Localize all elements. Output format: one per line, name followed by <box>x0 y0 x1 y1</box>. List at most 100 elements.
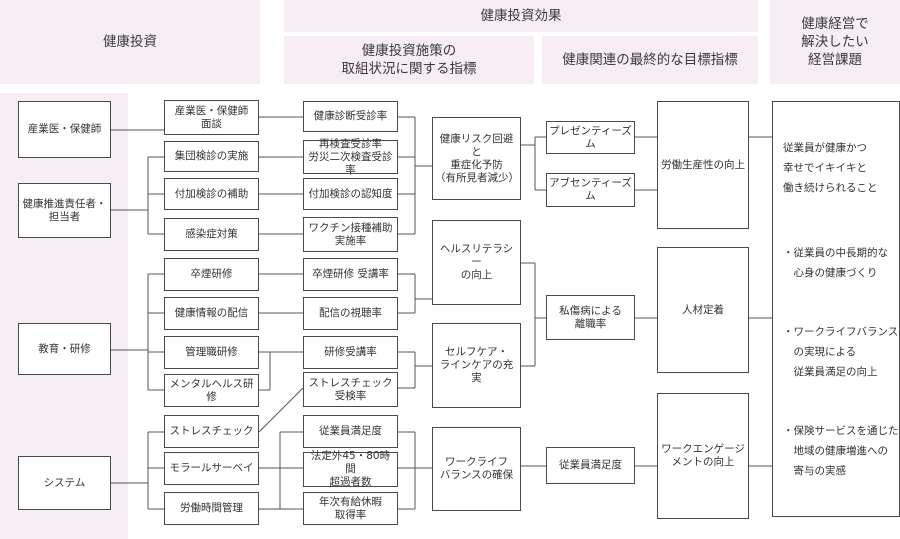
header-issues: 健康経営で 解決したい 経営課題 <box>770 0 900 84</box>
final-turnover: 私傷病による 離職率 <box>546 295 635 340</box>
header-final-indicators: 健康関連の最終的な目標指標 <box>542 36 758 84</box>
final-satisfaction-label: 従業員満足度 <box>559 459 622 471</box>
outcome-literacy-line2: の向上 <box>460 269 493 281</box>
investor-occupational-health-label: 産業医・保健師 <box>27 123 102 135</box>
measure-stress-check: ストレスチェック <box>164 415 259 448</box>
investor-system-label: システム <box>43 476 86 489</box>
indicator-leave-rate-line2: 取得率 <box>334 508 367 521</box>
indicator-overtime-line1: 法定外45・80時間 <box>310 450 391 475</box>
measure-smoking-training-label: 卒煙研修 <box>190 268 233 280</box>
measure-morale-survey-label: モラールサーベイ <box>169 462 254 474</box>
issue-item-1: 従業員が健康かつ 幸せでイキイキと 働き続けられること <box>783 138 895 198</box>
indicator-stress-rate-line1: ストレスチェック <box>308 376 393 389</box>
indicator-checkup-rate-label: 健康診断受診率 <box>313 110 388 122</box>
measure-smoking-training: 卒煙研修 <box>164 258 259 291</box>
issue-item-3: ・ワークライフバランス の実現による 従業員満足の向上 <box>783 322 899 382</box>
issue-item-4-line3: 寄与の実感 <box>783 465 846 477</box>
measure-morale-survey: モラールサーベイ <box>164 452 259 485</box>
final-absenteeism-label: アブセンティーズム <box>549 177 632 202</box>
measure-interview-line1: 産業医・保健師 <box>174 104 249 117</box>
investor-occupational-health: 産業医・保健師 <box>18 101 111 158</box>
final-absenteeism: アブセンティーズム <box>546 173 635 207</box>
outcome-wlb: ワークライフ バランスの確保 <box>432 427 521 511</box>
issue-item-4: ・保険サービスを通じた 地域の健康増進への 寄与の実感 <box>783 421 899 481</box>
measure-group-checkup: 集団検診の実施 <box>164 141 259 172</box>
measure-work-hours: 労働時間管理 <box>164 492 259 525</box>
target-engagement-line1: ワークエンゲージ <box>661 443 745 455</box>
issue-item-1-line2: 幸せでイキイキと <box>783 162 867 174</box>
outcome-risk-line3: （有所見者減少） <box>435 171 519 184</box>
measure-work-hours-label: 労働時間管理 <box>180 502 243 514</box>
measure-interview: 産業医・保健師 面談 <box>164 100 259 135</box>
header-investment-text: 健康投資 <box>103 34 157 50</box>
indicator-stress-rate: ストレスチェック 受検率 <box>303 372 398 407</box>
indicator-training-rate: 研修受講率 <box>303 336 398 369</box>
outcome-literacy-line1: ヘルスリテラシー <box>439 243 514 268</box>
issue-item-3-line2: の実現による <box>783 346 857 358</box>
measure-manager-training-label: 管理職研修 <box>185 346 238 358</box>
header-measures: 健康投資施策の 取組状況に関する指標 <box>284 36 534 84</box>
outcome-risk-line2: 重症化予防 <box>450 158 503 171</box>
header-effect: 健康投資効果 <box>284 0 758 32</box>
measure-extra-checkup-aid-label: 付加検診の補助 <box>174 187 249 200</box>
header-issues-line1: 健康経営で <box>801 16 869 32</box>
indicator-view-rate-label: 配信の視聴率 <box>319 307 382 319</box>
measure-interview-line2: 面談 <box>201 117 222 130</box>
measure-manager-training: 管理職研修 <box>164 336 259 369</box>
header-issues-line3: 経営課題 <box>808 52 862 68</box>
header-effect-text: 健康投資効果 <box>480 8 562 24</box>
investor-promoter-line1: 健康推進責任者・ <box>22 197 107 210</box>
target-productivity-label: 労働生産性の向上 <box>661 158 745 171</box>
measure-health-info-label: 健康情報の配信 <box>174 307 249 319</box>
indicator-leave-rate: 年次有給休暇 取得率 <box>303 492 398 525</box>
measure-infection: 感染症対策 <box>164 218 259 251</box>
target-productivity: 労働生産性の向上 <box>657 101 749 229</box>
indicator-vaccine-rate-line1: ワクチン接種補助 <box>308 221 393 234</box>
measure-mental-training: メンタルヘルス研修 <box>164 374 259 407</box>
final-satisfaction: 従業員満足度 <box>546 447 635 484</box>
measure-mental-training-label: メンタルヘルス研修 <box>169 377 254 403</box>
issue-item-2-line1: ・従業員の中長期的な <box>783 247 888 259</box>
header-measures-line2: 取組状況に関する指標 <box>341 61 477 77</box>
indicator-extra-awareness-label: 付加検診の認知度 <box>308 187 393 200</box>
measure-group-checkup-label: 集団検診の実施 <box>174 150 249 162</box>
measure-infection-label: 感染症対策 <box>185 228 238 240</box>
header-issues-line2: 解決したい <box>801 34 869 50</box>
target-engagement-line2: メントの向上 <box>671 456 735 468</box>
measure-extra-checkup-aid: 付加検診の補助 <box>164 178 259 210</box>
indicator-smoking-rate-label: 卒煙研修 受講率 <box>312 268 389 280</box>
investor-promoter-line2: 担当者 <box>48 210 81 223</box>
outcome-selfcare-line2: ラインケアの充実 <box>439 359 514 384</box>
outcome-wlb-line1: ワークライフ <box>445 456 508 468</box>
final-presenteeism-label: プレゼンティーズム <box>549 124 632 150</box>
indicator-leave-rate-line1: 年次有給休暇 <box>319 495 382 508</box>
indicator-vaccine-rate: ワクチン接種補助 実施率 <box>303 217 398 252</box>
indicator-satisfaction-label: 従業員満足度 <box>319 425 382 437</box>
header-investment: 健康投資 <box>0 0 260 84</box>
issue-item-4-line2: 地域の健康増進への <box>783 445 888 457</box>
indicator-stress-rate-line2: 受検率 <box>334 389 367 402</box>
header-measures-line1: 健康投資施策の <box>361 43 457 59</box>
issues-box: 従業員が健康かつ 幸せでイキイキと 働き続けられること ・従業員の中長期的な 心… <box>772 101 900 517</box>
indicator-recheck-rate: 再検査受診率 労災二次検査受診率 <box>303 138 398 176</box>
issue-item-4-line1: ・保険サービスを通じた <box>783 425 899 437</box>
indicator-checkup-rate: 健康診断受診率 <box>303 101 398 132</box>
indicator-extra-awareness: 付加検診の認知度 <box>303 178 398 210</box>
investor-system: システム <box>18 456 111 510</box>
measure-stress-check-label: ストレスチェック <box>169 425 254 437</box>
header-final-indicators-text: 健康関連の最終的な目標指標 <box>562 52 738 68</box>
target-retention: 人材定着 <box>657 247 749 373</box>
indicator-smoking-rate: 卒煙研修 受講率 <box>303 258 398 291</box>
final-turnover-line1: 私傷病による <box>559 304 622 317</box>
outcome-selfcare-line1: セルフケア・ <box>445 346 508 358</box>
issue-item-3-line3: 従業員満足の向上 <box>783 366 878 378</box>
outcome-risk-line1: 健康リスク回避と <box>439 132 514 158</box>
investor-education: 教育・研修 <box>18 323 111 375</box>
indicator-training-rate-label: 研修受講率 <box>324 346 377 358</box>
outcome-risk: 健康リスク回避と 重症化予防 （有所見者減少） <box>432 117 521 200</box>
issue-item-3-line1: ・ワークライフバランス <box>783 326 899 338</box>
issue-item-1-line1: 従業員が健康かつ <box>783 142 867 154</box>
indicator-vaccine-rate-line2: 実施率 <box>334 234 367 247</box>
indicator-satisfaction: 従業員満足度 <box>303 415 398 448</box>
target-retention-label: 人材定着 <box>682 303 724 316</box>
